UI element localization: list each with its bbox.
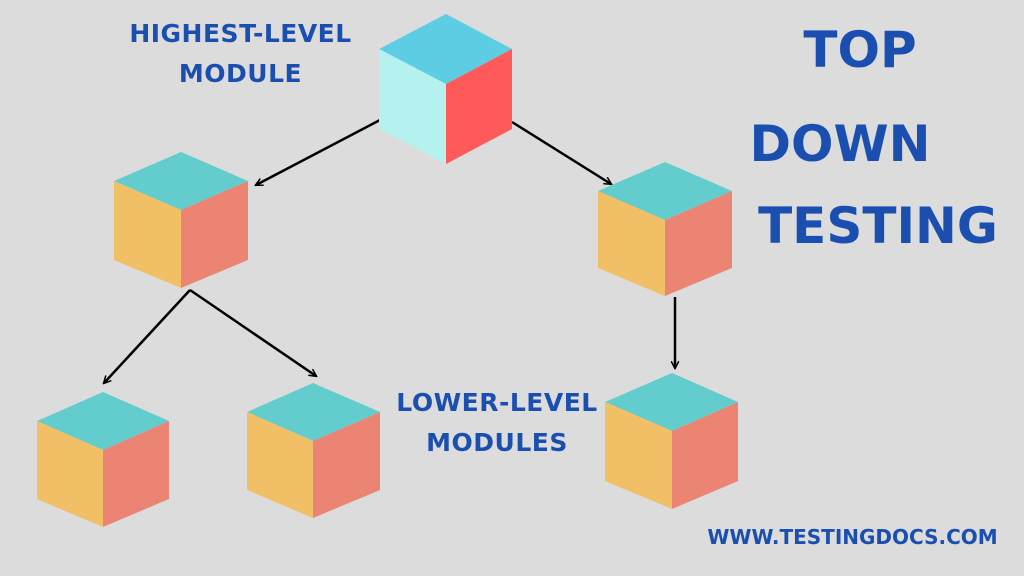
- cube-top-face: [605, 373, 738, 431]
- highest-level-module-label: HIGHEST-LEVEL MODULE: [118, 14, 363, 94]
- cube-left-face: [379, 49, 446, 164]
- arrow-top-to-left: [256, 118, 381, 185]
- module-cube-level3-c: [605, 373, 738, 509]
- module-cube-level3-b: [247, 383, 380, 518]
- cube-right-face: [181, 181, 248, 288]
- cube-left-face: [114, 181, 181, 288]
- cube-left-face: [605, 402, 672, 509]
- title-line-down: DOWN: [749, 115, 931, 173]
- arrow-left-to-b: [189, 288, 316, 376]
- lower-label-line2: MODULES: [426, 428, 568, 457]
- arrow-left-to-a: [104, 289, 191, 383]
- lower-label-line1: LOWER-LEVEL: [396, 388, 598, 417]
- arrows: [104, 118, 675, 383]
- cube-right-face: [103, 421, 169, 527]
- highest-label-line1: HIGHEST-LEVEL: [129, 19, 352, 48]
- cube-top-face: [379, 14, 512, 84]
- lower-level-modules-label: LOWER-LEVEL MODULES: [388, 383, 606, 463]
- title-line-testing: TESTING: [758, 197, 998, 255]
- cube-left-face: [247, 412, 313, 518]
- cube-left-face: [37, 421, 103, 527]
- cube-right-face: [313, 412, 380, 518]
- arrow-top-to-right: [511, 120, 611, 184]
- cube-left-face: [598, 191, 665, 296]
- module-cube-highest: [379, 14, 512, 164]
- highest-label-line2: MODULE: [178, 59, 303, 88]
- cube-right-face: [446, 49, 512, 164]
- module-cube-level2-right: [598, 162, 732, 296]
- module-cube-level3-a: [37, 392, 169, 527]
- website-url: WWW.TESTINGDOCS.COM: [707, 525, 998, 549]
- cube-right-face: [665, 191, 732, 296]
- cube-top-face: [247, 383, 380, 441]
- cube-right-face: [672, 402, 738, 509]
- module-cube-level2-left: [114, 152, 248, 288]
- title-line-top: TOP: [803, 21, 917, 79]
